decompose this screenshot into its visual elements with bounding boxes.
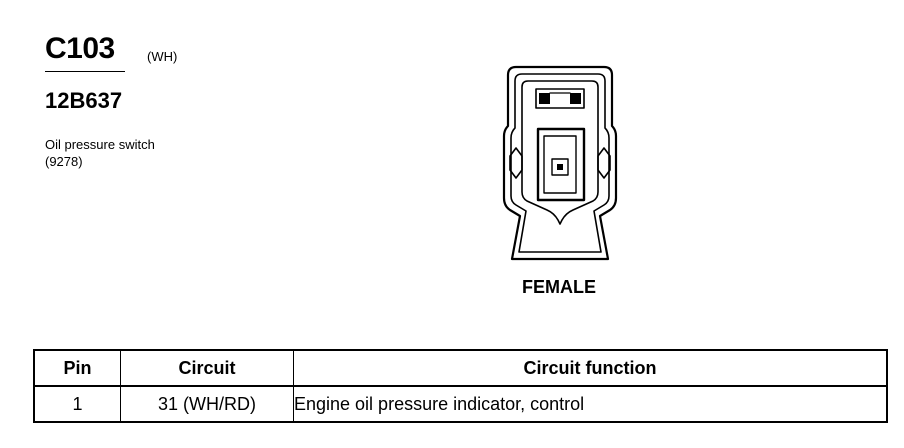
connector-color-code: (WH) (147, 49, 178, 64)
lock-tab-left (509, 147, 523, 179)
housing-inner (510, 73, 610, 253)
latch-body (535, 88, 585, 109)
pin-1-contact (557, 164, 563, 170)
description-name: Oil pressure switch (45, 137, 155, 152)
header-circuit: Circuit (120, 349, 294, 387)
cell-circuit-function: Engine oil pressure indicator, control (293, 385, 888, 423)
connector-description: Oil pressure switch (9278) (45, 136, 155, 170)
cell-circuit: 31 (WH/RD) (120, 385, 294, 423)
latch-lug-right (570, 93, 581, 104)
pinout-table: Pin Circuit Circuit function 1 31 (WH/RD… (33, 349, 888, 423)
connector-id-underline (45, 71, 125, 72)
connector-gender-label: FEMALE (522, 277, 596, 297)
terminal-inner (543, 135, 577, 194)
connector-id: C103 (45, 32, 115, 65)
header-pin: Pin (33, 349, 121, 387)
lock-tab-right (597, 147, 611, 179)
connector-face-drawing (502, 65, 618, 261)
table-row: 1 31 (WH/RD) Engine oil pressure indicat… (33, 385, 888, 423)
part-number: 12B637 (45, 88, 123, 113)
pin-1-terminal (551, 158, 569, 176)
header-circuit-function: Circuit function (293, 349, 888, 387)
latch-lug-left (539, 93, 550, 104)
terminal-outer (536, 127, 586, 202)
description-code: (9278) (45, 154, 83, 169)
cell-pin: 1 (33, 385, 121, 423)
cavity-outline (521, 80, 599, 225)
pinout-header-row: Pin Circuit Circuit function (33, 349, 888, 387)
housing-outer (502, 65, 618, 261)
